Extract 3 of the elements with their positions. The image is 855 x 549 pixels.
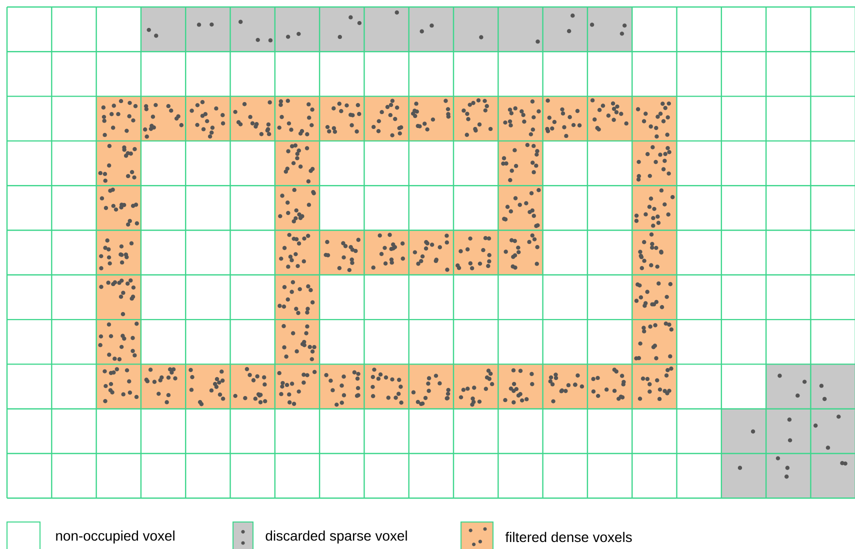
legend-text: filtered dense voxels bbox=[505, 532, 632, 542]
legend-text: discarded sparse voxel bbox=[266, 530, 407, 544]
legend-text: non-occupied voxel bbox=[56, 530, 174, 544]
